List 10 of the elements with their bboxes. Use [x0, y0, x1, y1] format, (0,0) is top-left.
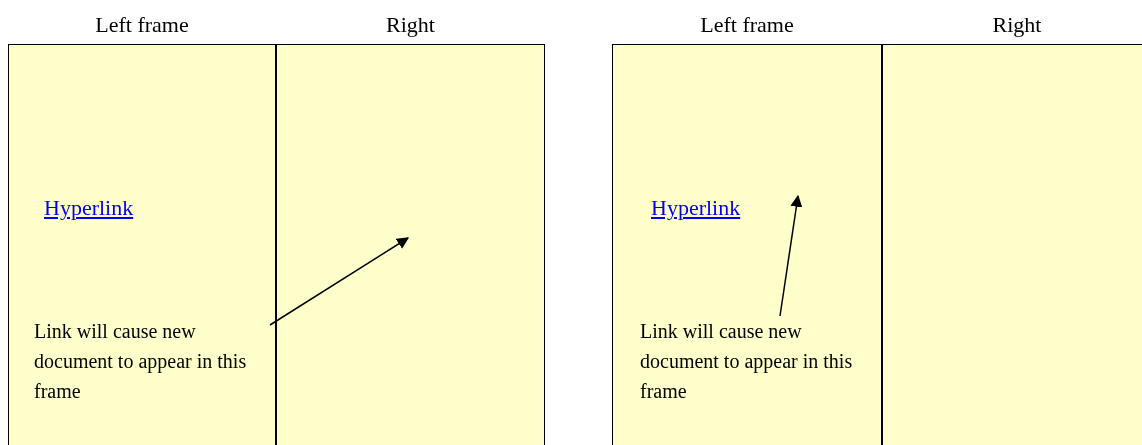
- leader-arrow: [779, 194, 803, 317]
- frame-heading: Right: [992, 11, 1042, 39]
- hyperlink: Hyperlink: [651, 195, 741, 221]
- frame-heading: Right: [386, 11, 435, 39]
- hyperlink: Hyperlink: [44, 195, 134, 221]
- frame-heading: Left frame: [700, 11, 794, 39]
- leader-arrow: [269, 237, 409, 326]
- callout-text: Link will cause new document to appear in this frame: [34, 316, 270, 406]
- callout-text: Link will cause new document to appear in this frame: [640, 316, 876, 406]
- frame-heading: Left frame: [95, 11, 189, 39]
